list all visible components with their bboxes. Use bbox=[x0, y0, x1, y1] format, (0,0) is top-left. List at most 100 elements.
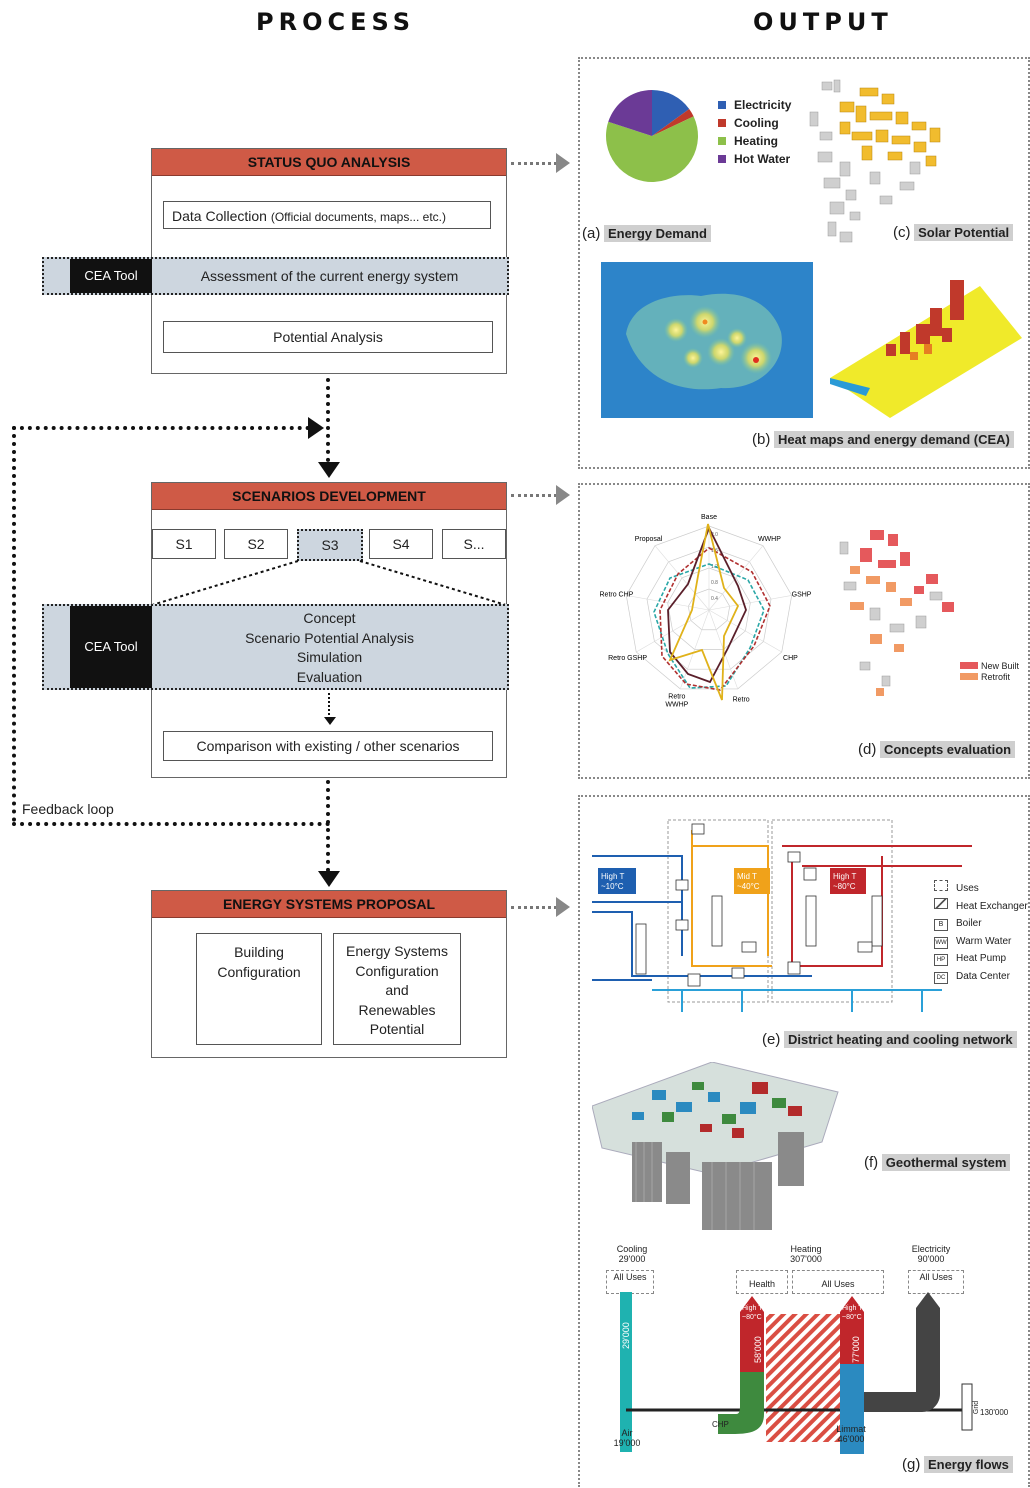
arrow-status-to-output bbox=[511, 162, 557, 165]
radar-axis-line bbox=[708, 595, 792, 611]
flow-air-name: Air bbox=[621, 1428, 633, 1438]
potential-analysis-label: Potential Analysis bbox=[273, 329, 383, 345]
radar-axis-label: Proposal bbox=[635, 536, 663, 543]
radar-axis-line bbox=[708, 545, 764, 611]
swatch-cooling bbox=[718, 119, 726, 127]
energy-demand-3d bbox=[830, 280, 1022, 418]
caption-d-label: Concepts evaluation bbox=[879, 741, 1016, 758]
caption-e: (e) District heating and cooling network bbox=[762, 1031, 1017, 1048]
flows-diagram: Cooling 29'000 Heating 307'000 Electrici… bbox=[596, 1244, 1016, 1454]
data-center-icon: DC bbox=[934, 971, 948, 984]
energy-config-line-4: Renewables bbox=[358, 1001, 436, 1018]
potential-analysis-box: Potential Analysis bbox=[163, 321, 493, 353]
heat-map bbox=[601, 262, 813, 418]
pie-slice-heating bbox=[606, 116, 698, 182]
caption-d-letter: (d) bbox=[858, 741, 877, 758]
radar-scale-label: 0.4 bbox=[711, 596, 718, 602]
step-potential-analysis: Scenario Potential Analysis bbox=[245, 629, 414, 646]
block-label-3: High T bbox=[833, 872, 857, 881]
radar-axis-label: WWHP bbox=[758, 536, 781, 543]
caption-a: (a) Energy Demand bbox=[582, 225, 711, 242]
legend-heat-pump-label: Heat Pump bbox=[956, 953, 1007, 964]
arrowhead-proposal bbox=[556, 897, 570, 917]
feedback-arrowhead bbox=[308, 417, 324, 439]
legend-cooling-label: Cooling bbox=[734, 116, 779, 130]
flow-col-cooling: Cooling 29'000 bbox=[612, 1244, 652, 1264]
flow-limmat-name: Limmat bbox=[836, 1424, 866, 1434]
legend-uses-icon bbox=[934, 880, 948, 891]
radar-axis-label: Base bbox=[701, 514, 717, 521]
step-concept: Concept bbox=[303, 610, 356, 626]
scenario-tab-s4[interactable]: S4 bbox=[369, 529, 433, 559]
flow-grid-value: 130'000 bbox=[980, 1408, 1009, 1417]
legend-warm-water-label: Warm Water bbox=[956, 935, 1012, 947]
flow-bar-value-3: 77'000 bbox=[851, 1336, 861, 1363]
scenario-tab-more[interactable]: S... bbox=[442, 529, 506, 559]
legend-new-built: New Built bbox=[960, 661, 1019, 672]
radar-axis-line bbox=[654, 545, 710, 611]
cea-tool-badge-2: CEA Tool bbox=[70, 606, 152, 688]
radar-series-yellow bbox=[668, 523, 740, 701]
legend-heating: Heating bbox=[718, 132, 791, 150]
flow-health: Health bbox=[736, 1270, 788, 1294]
caption-g-letter: (g) bbox=[902, 1456, 921, 1473]
caption-a-letter: (a) bbox=[582, 225, 601, 242]
caption-e-label: District heating and cooling network bbox=[783, 1031, 1017, 1048]
caption-e-letter: (e) bbox=[762, 1031, 781, 1048]
caption-g-label: Energy flows bbox=[923, 1456, 1013, 1473]
output-panel-scenarios bbox=[578, 483, 1030, 779]
legend-data-center-label: Data Center bbox=[956, 970, 1010, 982]
network-diagram: High T ~10°C Mid T ~40°C High T ~80°C bbox=[592, 819, 972, 1012]
cea-tool-badge-1: CEA Tool bbox=[70, 259, 152, 293]
radar-axis-line bbox=[636, 609, 710, 653]
arrowhead-status bbox=[556, 153, 570, 173]
comparison-label: Comparison with existing / other scenari… bbox=[196, 738, 460, 754]
arrow-proposal-to-output bbox=[511, 906, 557, 909]
arrow-scenarios-to-output bbox=[511, 494, 557, 497]
swatch-hot-water bbox=[718, 155, 726, 163]
block-label-1b: ~10°C bbox=[601, 882, 624, 891]
flow-limmat: Limmat 46'000 bbox=[834, 1424, 868, 1444]
pie-slice-hot-water bbox=[608, 90, 652, 136]
legend-boiler-label: Boiler bbox=[956, 918, 982, 929]
caption-d: (d) Concepts evaluation bbox=[858, 741, 1016, 758]
pie-legend: Electricity Cooling Heating Hot Water bbox=[718, 96, 791, 168]
legend-retrofit-label: Retrofit bbox=[981, 672, 1011, 682]
feedback-loop-top bbox=[12, 426, 310, 430]
block-label-3b: ~80°C bbox=[833, 882, 856, 891]
radar-ring-4 bbox=[625, 525, 793, 690]
caption-f-label: Geothermal system bbox=[881, 1154, 1011, 1171]
comparison-box: Comparison with existing / other scenari… bbox=[163, 731, 493, 761]
heat-exchanger-icon bbox=[934, 897, 948, 909]
caption-a-label: Energy Demand bbox=[603, 225, 711, 242]
legend-hot-water: Hot Water bbox=[718, 150, 791, 168]
legend-electricity: Electricity bbox=[718, 96, 791, 114]
flow-high-t-2: High T ~80°C bbox=[842, 1305, 863, 1321]
radar-axis-line bbox=[626, 595, 710, 611]
building-config-line-2: Configuration bbox=[217, 964, 301, 980]
legend-heating-label: Heating bbox=[734, 134, 779, 148]
radar-axis-label: Retro GSHP bbox=[608, 655, 647, 662]
caption-b-letter: (b) bbox=[752, 431, 771, 448]
scenario-tab-s1[interactable]: S1 bbox=[152, 529, 216, 559]
legend-boiler: B Boiler bbox=[934, 915, 1028, 933]
s3-expansion-lines bbox=[152, 560, 506, 606]
scenario-tab-s2[interactable]: S2 bbox=[224, 529, 288, 559]
scenario-tab-s3[interactable]: S3 bbox=[297, 529, 363, 561]
flow-electricity-name: Electricity bbox=[911, 1244, 951, 1254]
flow-high-t-1: High T ~80°C bbox=[742, 1305, 763, 1321]
boiler-icon: B bbox=[934, 919, 948, 931]
flow-chp-label: CHP bbox=[712, 1420, 729, 1429]
assessment-label: Assessment of the current energy system bbox=[200, 268, 459, 284]
scenario-tabs: S1 S2 S3 S4 S... bbox=[152, 529, 506, 561]
legend-uses: Uses bbox=[934, 880, 1028, 898]
legend-heat-exchanger: Heat Exchanger bbox=[934, 897, 1028, 916]
scenario-steps: Concept Scenario Potential Analysis Simu… bbox=[154, 609, 505, 687]
radar-series-maroon bbox=[667, 525, 747, 684]
energy-config-line-3: and bbox=[385, 982, 409, 998]
radar-axis-label: GSHP bbox=[792, 592, 812, 599]
flow-bar-value-2: 58'000 bbox=[753, 1336, 763, 1363]
arrowhead-down-1 bbox=[318, 462, 340, 478]
